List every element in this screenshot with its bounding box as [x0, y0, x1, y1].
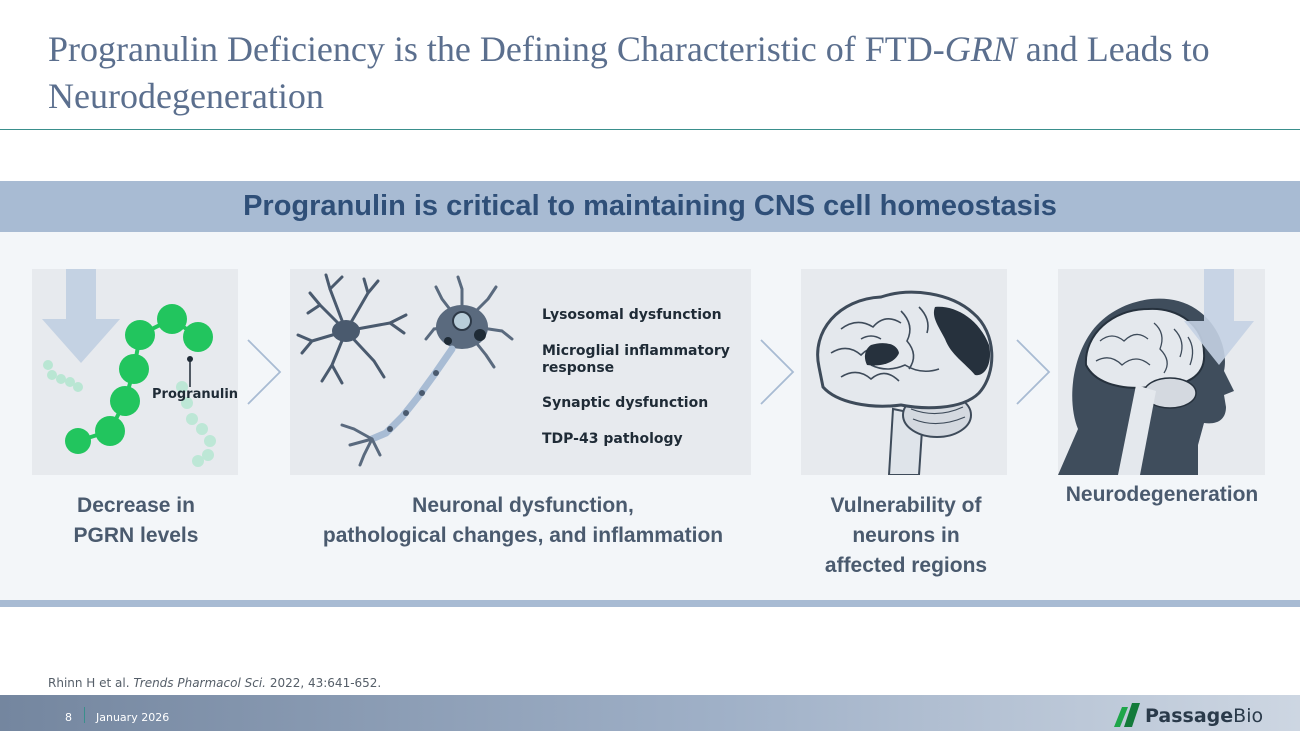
- list-item-tdp43: TDP-43 pathology: [542, 431, 683, 447]
- title-part-1: Progranulin Deficiency is the Defining C…: [48, 29, 945, 69]
- caption-step-3-line-2: neurons in: [852, 524, 960, 547]
- caption-step-2-line-2: pathological changes, and inflammation: [322, 524, 724, 547]
- chevron-right-icon: [760, 339, 795, 405]
- list-item-microglial: Microglial inflammatory response: [542, 343, 730, 376]
- caption-step-1-line-1: Decrease in: [77, 494, 195, 517]
- caption-step-1: Decrease in PGRN levels: [32, 491, 240, 551]
- title-italic: GRN: [944, 29, 1017, 69]
- footer-date: January 2026: [96, 711, 170, 724]
- footnote-citation: Rhinn H et al. Trends Pharmacol Sci. 202…: [48, 676, 381, 690]
- band-header-text: Progranulin is critical to maintaining C…: [243, 190, 1057, 222]
- list-item-lysosomal: Lysosomal dysfunction: [542, 307, 722, 323]
- caption-step-1-line-2: PGRN levels: [73, 524, 199, 547]
- progranulin-label: Progranulin: [152, 387, 239, 402]
- caption-step-2-line-1: Neuronal dysfunction,: [412, 494, 634, 517]
- down-arrow-icon: [42, 269, 120, 363]
- progranulin-chain-icon: [42, 269, 216, 467]
- band-bottom-rule: [0, 600, 1300, 607]
- band-header: Progranulin is critical to maintaining C…: [0, 181, 1300, 232]
- caption-step-3-line-3: affected regions: [824, 554, 988, 577]
- brand-light: Bio: [1233, 705, 1264, 727]
- passage-bio-logo-icon: [1114, 703, 1140, 727]
- footer-separator: [84, 707, 85, 723]
- footnote-rest: 2022, 43:641-652.: [266, 676, 382, 690]
- caption-step-3-line-1: Vulnerability of: [830, 494, 982, 517]
- caption-step-4-line-1: Neurodegeneration: [1065, 483, 1259, 506]
- footer-bar: [0, 695, 1300, 731]
- chevron-right-icon: [247, 339, 282, 405]
- caption-step-2: Neuronal dysfunction, pathological chang…: [290, 491, 756, 551]
- slide-title: Progranulin Deficiency is the Defining C…: [48, 26, 1228, 120]
- footnote-authors: Rhinn H et al.: [48, 676, 134, 690]
- footnote-journal: Trends Pharmacol Sci.: [133, 676, 266, 690]
- neuron-icon: [296, 273, 514, 467]
- list-item-synaptic: Synaptic dysfunction: [542, 395, 709, 411]
- microglia-icon: [424, 275, 514, 369]
- head-brain-icon: [1058, 269, 1254, 475]
- title-part-2: and Leads to Neurodegeneration: [48, 29, 1210, 116]
- brand-bold: Passage: [1145, 705, 1234, 727]
- caption-step-4: Neurodegeneration: [1058, 480, 1266, 510]
- chevron-right-icon: [1016, 339, 1051, 405]
- footer-page-number: 8: [65, 711, 72, 724]
- title-divider: [0, 129, 1300, 130]
- caption-step-3: Vulnerability of neurons in affected reg…: [801, 491, 1011, 581]
- brain-icon: [816, 290, 994, 475]
- brand-name: PassageBio: [1145, 705, 1263, 727]
